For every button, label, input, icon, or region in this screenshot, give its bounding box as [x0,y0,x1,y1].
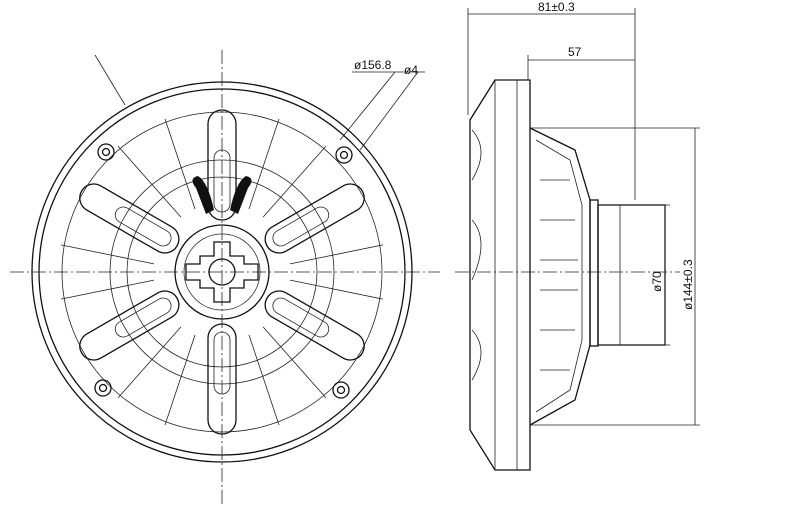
basket [529,127,591,426]
tweeter-bracket [185,241,259,303]
outer-diameter-label: ø156.8 [354,58,392,72]
grille-spoke [60,145,182,265]
grille-spoke [60,279,182,399]
side-view: 81±0.3 57 ø70 ø144±0.3 [455,0,700,471]
overall-depth-label: 81±0.3 [538,0,575,14]
hole-leader-1 [339,71,396,141]
front-view: ø156.8 ø4 [10,50,440,505]
hole-diameter-label: ø4 [404,63,418,77]
mount-depth-label: 57 [568,45,582,59]
grille-spokes [60,109,384,435]
terminal-right [230,176,252,214]
hole-leader-2 [359,71,419,151]
frame-diameter-label: ø144±0.3 [681,259,695,310]
flange [469,79,531,471]
magnet-diameter-label: ø70 [650,271,664,292]
grille-spoke [262,279,384,399]
mount-holes [94,143,353,399]
grille-spoke [262,145,384,265]
terminal-left [192,176,214,214]
diameter-leader [94,54,126,106]
